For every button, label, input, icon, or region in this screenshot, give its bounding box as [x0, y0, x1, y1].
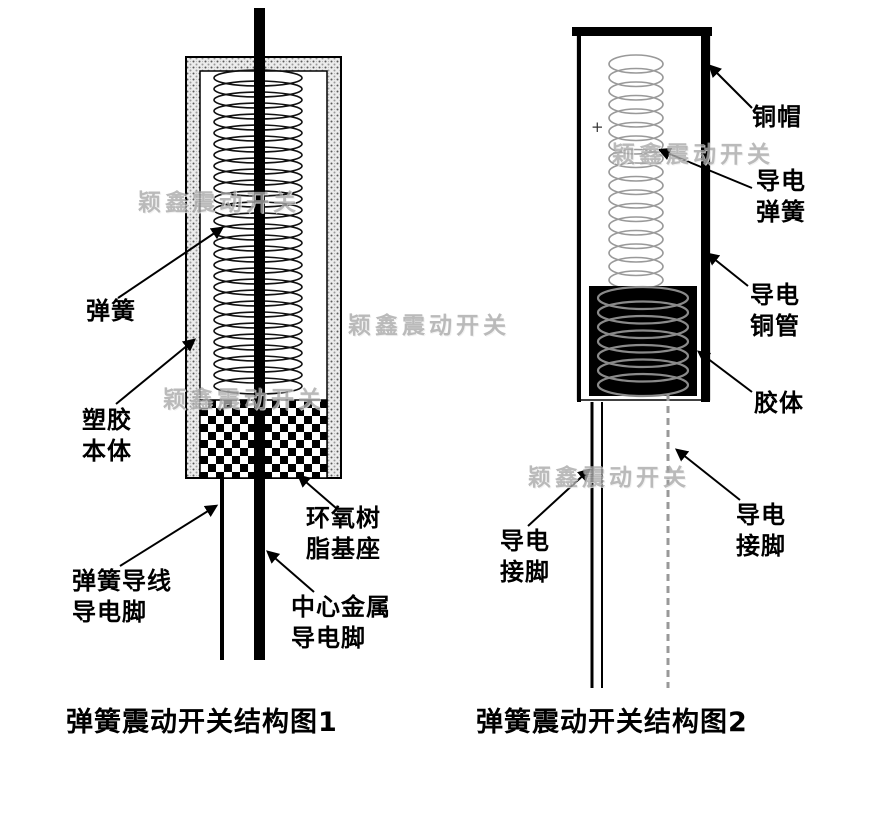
center-metal-pin [254, 8, 265, 660]
diagram1-drawing [115, 8, 342, 660]
copper-cap-label: 铜帽 [752, 103, 802, 131]
spring-lead-label: 弹簧导线 导电脚 [72, 567, 172, 627]
conductive-spring-label-arrow [657, 147, 753, 189]
copper-cap-label-arrow [708, 64, 753, 109]
plastic-body-label-arrow [115, 338, 197, 405]
watermark-text: 颖鑫震动开关 [528, 465, 690, 491]
copper-cap [572, 27, 712, 36]
watermark-text: 颖鑫震动开关 [138, 190, 300, 216]
spring-label: 弹簧 [86, 297, 136, 325]
colloid-spring-coil [596, 285, 690, 398]
plastic-body-label: 塑胶 本体 [82, 406, 132, 466]
epoxy-base-label: 环氧树 脂基座 [306, 504, 381, 564]
diagram2-drawing [527, 27, 753, 688]
copper-tube-label-arrow [705, 252, 749, 287]
epoxy-base-label-arrow [297, 474, 337, 509]
conductive-spring-label: 导电 弹簧 [756, 167, 806, 227]
left-pin-label: 导电 接脚 [500, 527, 550, 587]
diagram1-arrows [115, 226, 337, 593]
copper-tube-label: 导电 铜管 [750, 281, 800, 341]
left-pin-label-arrow [527, 468, 591, 527]
right-pin-label-arrow [674, 448, 741, 501]
spring-lead-pin [220, 478, 224, 660]
colloid-label: 胶体 [754, 389, 804, 417]
spring-lead-label-arrow [119, 504, 219, 567]
watermark-text: 颖鑫震动开关 [612, 142, 774, 168]
diagram2-arrows [527, 64, 753, 527]
copper-tube-right-wall [701, 27, 710, 402]
watermark-text: 颖鑫震动开关 [348, 313, 510, 339]
colloid-label-arrow [696, 350, 753, 393]
spring-label-arrow [117, 226, 225, 299]
copper-tube-left-wall [577, 30, 581, 402]
right-pin-label: 导电 接脚 [736, 501, 786, 561]
watermark-text: 颖鑫震动开关 [163, 387, 325, 413]
diagram1-caption: 弹簧震动开关结构图1 [66, 707, 338, 738]
center-pin-label-arrow [266, 550, 315, 593]
plus-mark: + [591, 118, 604, 136]
diagram2-caption: 弹簧震动开关结构图2 [476, 707, 748, 738]
center-pin-label: 中心金属 导电脚 [291, 593, 391, 653]
